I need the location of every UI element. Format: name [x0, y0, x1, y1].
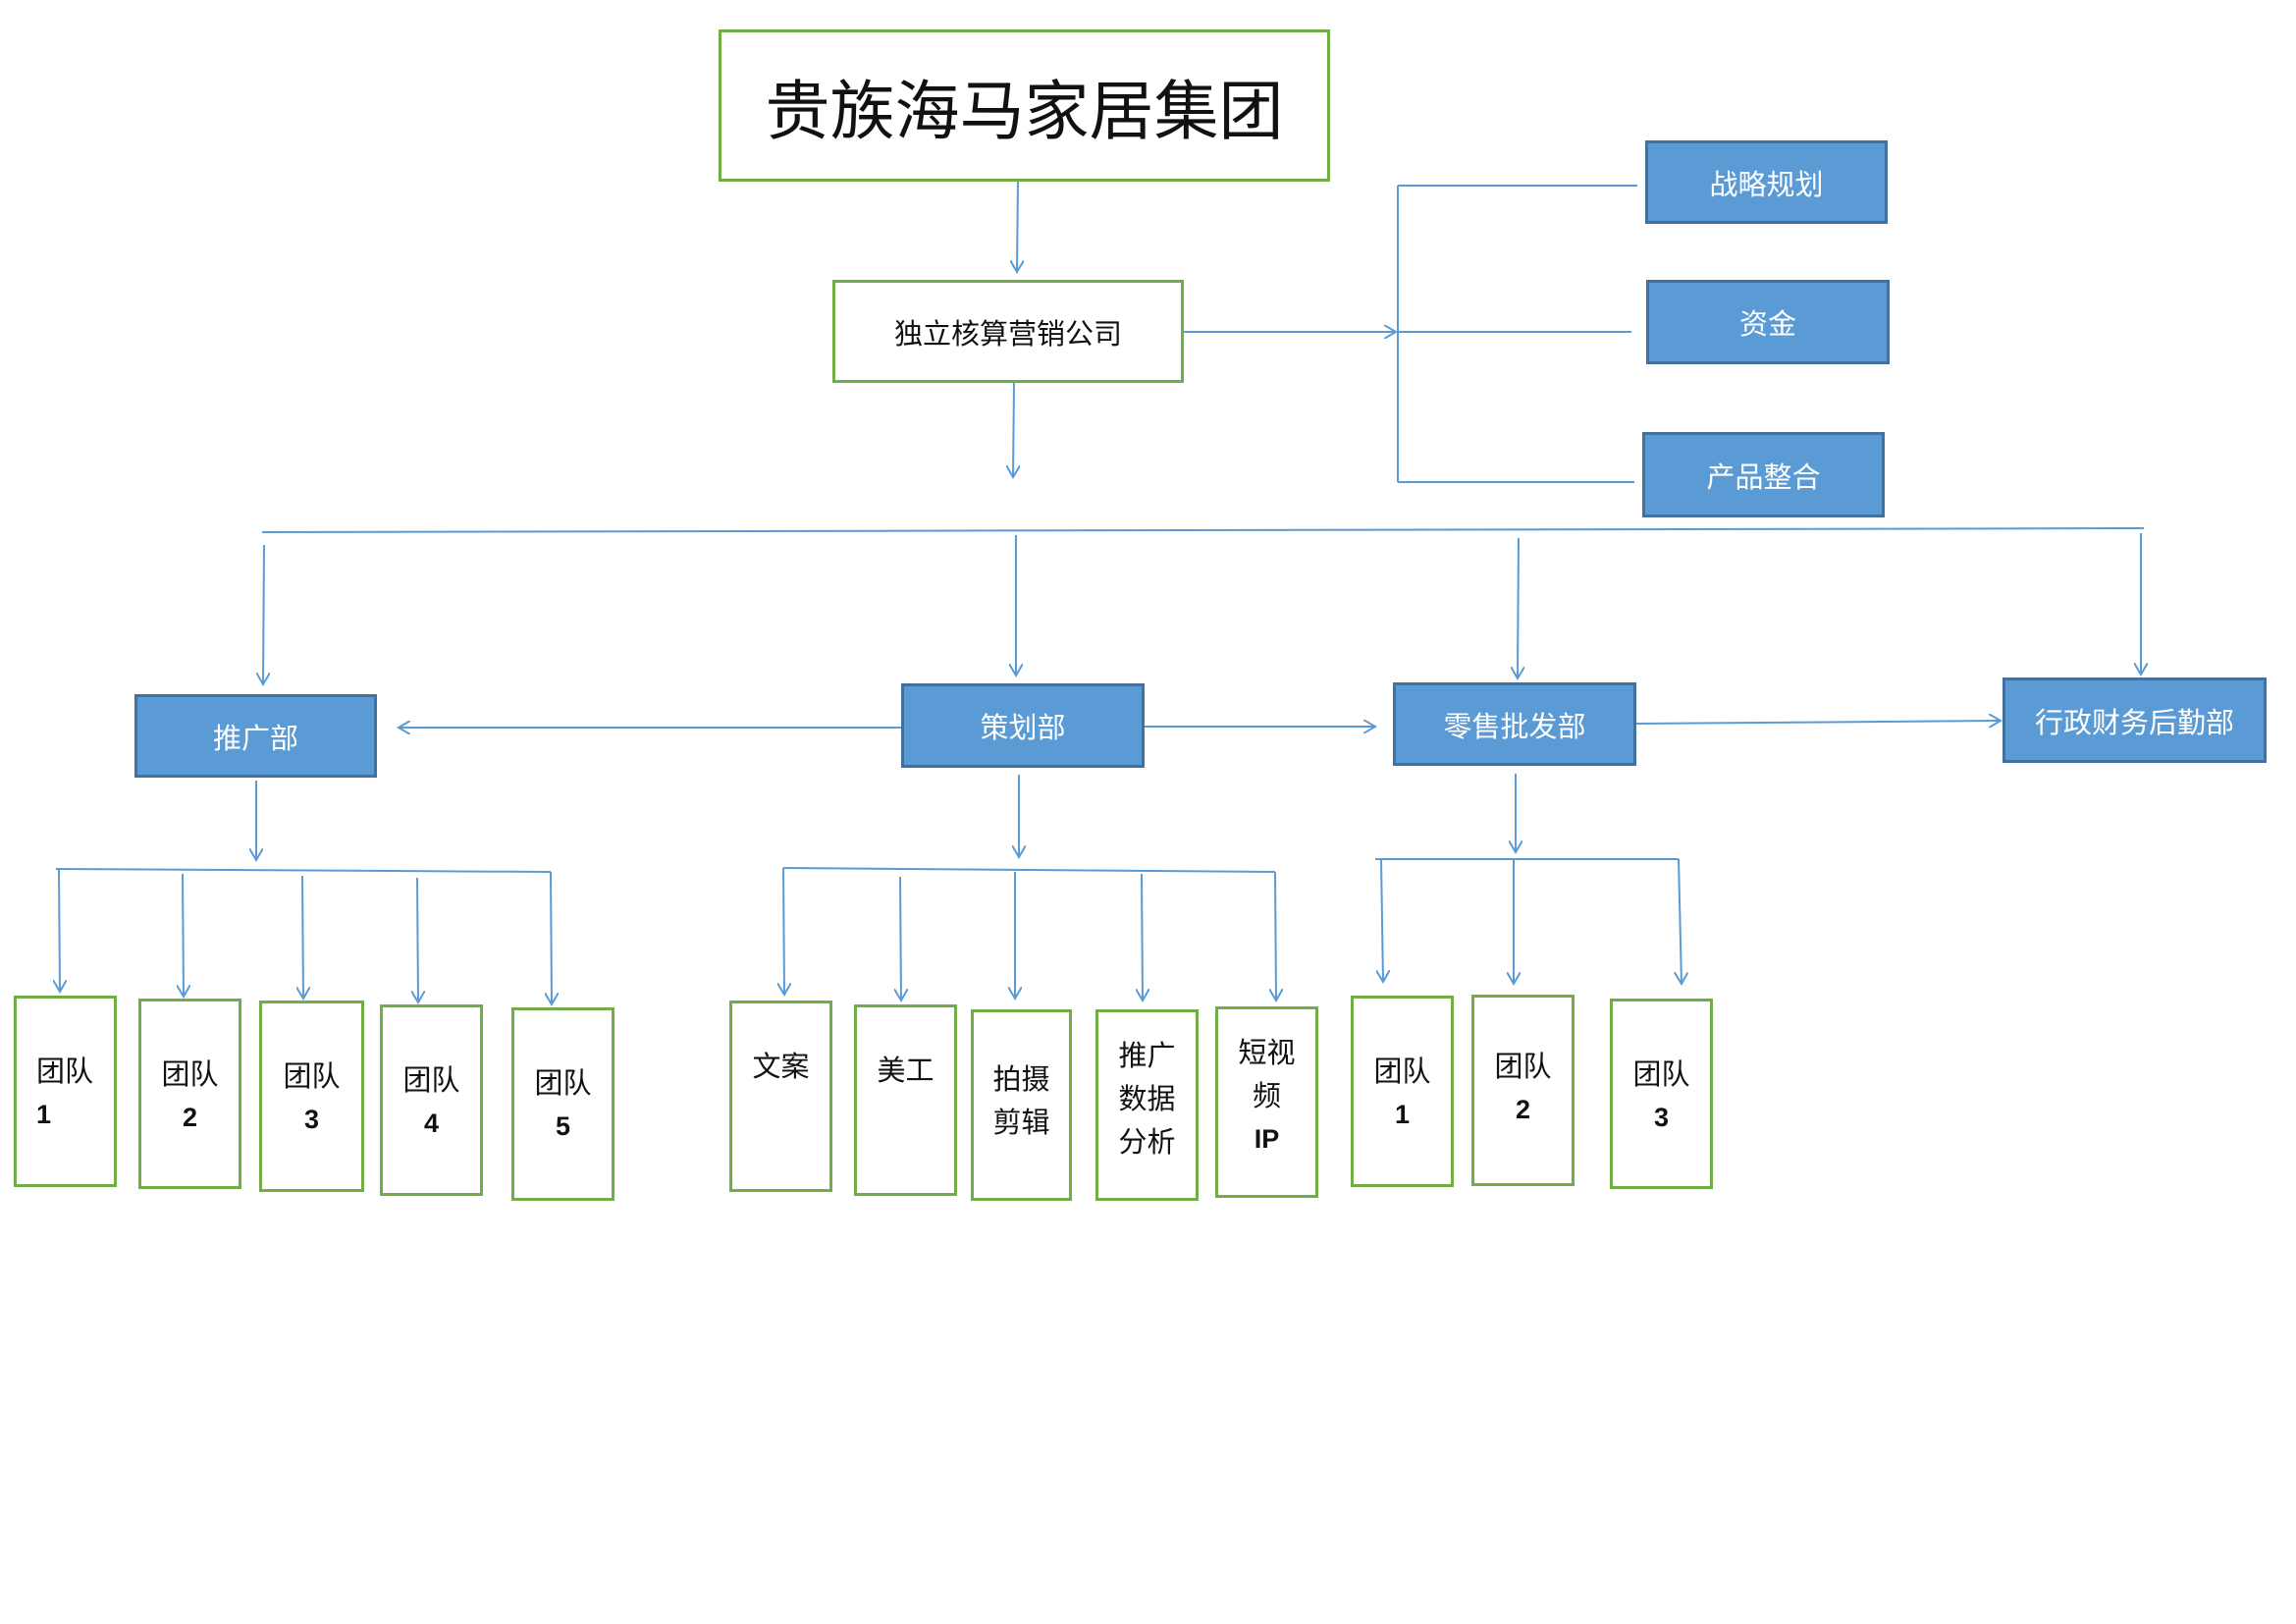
- planning-role-art: 美工: [854, 1004, 957, 1196]
- planning-role-shooting-editing: 拍摄 剪辑: [971, 1009, 1072, 1201]
- connector-company-down: [1013, 382, 1014, 477]
- promotion-team: 团队 1: [14, 996, 117, 1187]
- child-number: 5: [555, 1111, 571, 1141]
- side-unit-product-integration: 产品整合: [1642, 432, 1885, 517]
- child-number: 3: [1653, 1103, 1670, 1132]
- child-label: 短视: [1238, 1036, 1296, 1069]
- child-label: 团队: [1494, 1050, 1552, 1083]
- dept-label: 策划部: [980, 711, 1066, 744]
- child-label: 拍摄: [992, 1062, 1050, 1096]
- child-number: 1: [1394, 1100, 1411, 1129]
- side-unit-label: 产品整合: [1706, 460, 1821, 494]
- dept-planning: 策划部: [901, 683, 1145, 768]
- promotion-team: 团队 5: [511, 1007, 614, 1201]
- arrow-retail-to-admin: [1635, 721, 2001, 724]
- child-label: 剪辑: [992, 1106, 1050, 1139]
- child-number: 2: [182, 1103, 198, 1132]
- planning-bracket: [782, 867, 1276, 873]
- dept-label: 行政财务后勤部: [2034, 705, 2234, 739]
- child-label: 推广: [1118, 1039, 1176, 1072]
- retail-team: 团队 2: [1471, 995, 1575, 1186]
- child-label: 团队: [1373, 1055, 1431, 1088]
- dept-admin-finance-logistics: 行政财务后勤部: [2002, 677, 2267, 763]
- dept-promotion: 推广部: [134, 694, 377, 778]
- planning-role-copywriting: 文案: [729, 1001, 832, 1192]
- company-label: 独立核算营销公司: [893, 316, 1122, 351]
- child-label: 分析: [1118, 1125, 1176, 1159]
- child-label: 团队: [283, 1059, 341, 1093]
- main-bus-line: [261, 527, 2145, 533]
- child-label: 团队: [36, 1055, 94, 1088]
- promotion-team: 团队 3: [259, 1001, 364, 1192]
- side-unit-label: 战略规划: [1709, 167, 1824, 201]
- side-unit-funds: 资金: [1646, 280, 1890, 364]
- planning-role-promo-data-analysis: 推广 数据 分析: [1095, 1009, 1199, 1201]
- promotion-team: 团队 2: [138, 999, 241, 1189]
- child-label: IP: [1254, 1124, 1280, 1154]
- retail-team: 团队 3: [1610, 999, 1713, 1189]
- child-label: 团队: [402, 1063, 460, 1097]
- planning-role-short-video-ip: 短视 频 IP: [1215, 1006, 1318, 1198]
- child-number: 1: [36, 1100, 52, 1129]
- drop-to-promotion: [263, 544, 264, 684]
- child-number: 4: [423, 1109, 440, 1138]
- child-label: 美工: [877, 1054, 934, 1087]
- side-unit-strategy: 战略规划: [1645, 140, 1888, 224]
- dept-label: 零售批发部: [1443, 709, 1586, 743]
- child-label: 文案: [752, 1050, 810, 1083]
- child-label: 团队: [161, 1057, 219, 1091]
- child-label: 数据: [1118, 1082, 1176, 1115]
- promotion-team: 团队 4: [380, 1004, 483, 1196]
- child-number: 3: [303, 1105, 320, 1134]
- group-title: 贵族海马家居集团: [765, 73, 1284, 149]
- child-number: 2: [1515, 1095, 1531, 1124]
- promotion-bracket: [55, 868, 552, 873]
- child-label: 团队: [1632, 1057, 1690, 1091]
- group-title-box: 贵族海马家居集团: [719, 29, 1330, 182]
- connector-title-to-company: [1017, 181, 1018, 272]
- company-box: 独立核算营销公司: [832, 280, 1184, 383]
- child-label: 频: [1252, 1079, 1281, 1112]
- side-unit-label: 资金: [1738, 307, 1796, 341]
- dept-label: 推广部: [212, 721, 298, 755]
- drop-to-retail: [1518, 537, 1519, 678]
- retail-team: 团队 1: [1351, 996, 1454, 1187]
- dept-retail-wholesale: 零售批发部: [1393, 682, 1636, 766]
- child-label: 团队: [534, 1066, 592, 1100]
